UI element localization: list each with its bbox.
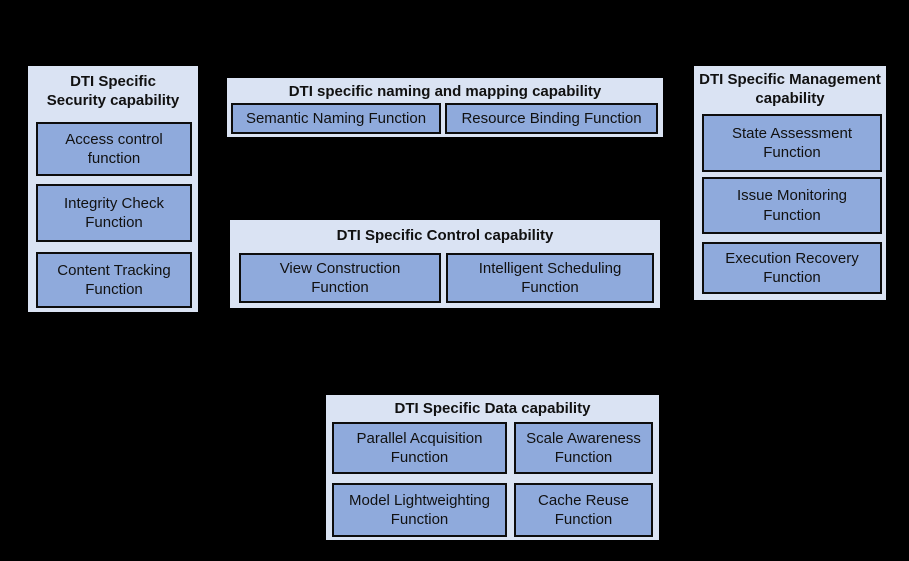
function-box-intelligent-scheduling: Intelligent Scheduling Function <box>446 253 654 303</box>
function-box-issue-monitoring: Issue Monitoring Function <box>702 177 882 234</box>
function-box-view-construction: View Construction Function <box>239 253 441 303</box>
group-title: DTI Specific Security capability <box>46 73 180 109</box>
function-box-scale-awareness: Scale Awareness Function <box>514 422 653 474</box>
group-security-capability: DTI Specific Security capability Access … <box>27 65 199 313</box>
group-management-capability: DTI Specific Management capability State… <box>693 65 887 301</box>
group-title: DTI Specific Control capability <box>336 227 554 244</box>
function-box-content-tracking: Content Tracking Function <box>36 252 192 308</box>
group-control-capability: DTI Specific Control capability View Con… <box>229 219 661 309</box>
group-data-capability: DTI Specific Data capability Parallel Ac… <box>325 394 660 541</box>
group-title: DTI Specific Data capability <box>394 400 591 417</box>
function-box-semantic-naming: Semantic Naming Function <box>231 103 441 134</box>
function-box-resource-binding: Resource Binding Function <box>445 103 658 134</box>
function-box-model-lightweighting: Model Lightweighting Function <box>332 483 507 537</box>
function-box-access-control: Access control function <box>36 122 192 176</box>
group-naming-mapping-capability: DTI specific naming and mapping capabili… <box>226 77 664 138</box>
function-box-cache-reuse: Cache Reuse Function <box>514 483 653 537</box>
group-title: DTI Specific Management capability <box>699 71 881 107</box>
group-title: DTI specific naming and mapping capabili… <box>288 83 602 100</box>
function-box-integrity-check: Integrity Check Function <box>36 184 192 242</box>
function-box-execution-recovery: Execution Recovery Function <box>702 242 882 294</box>
function-box-state-assessment: State Assessment Function <box>702 114 882 172</box>
function-box-parallel-acquisition: Parallel Acquisition Function <box>332 422 507 474</box>
